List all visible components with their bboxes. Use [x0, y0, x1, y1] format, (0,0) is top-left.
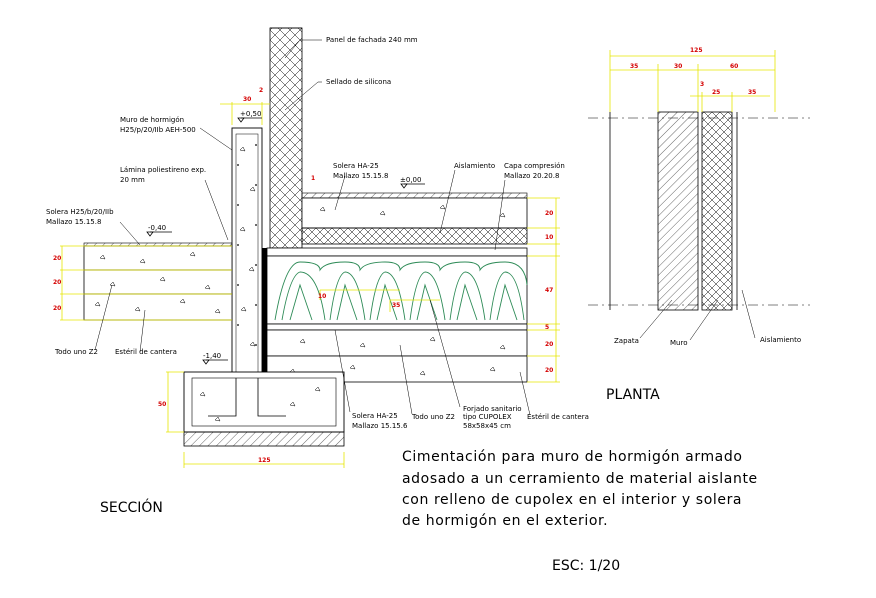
section-view: [60, 27, 560, 468]
dim-int-layer6: 20: [545, 367, 553, 374]
plan-labels: 125 35 30 60 3 25 35 Zapata Muro Aislami…: [614, 47, 801, 347]
label-concrete-wall: Muro de hormigón: [120, 116, 184, 124]
scale-label: ESC: 1/20: [552, 558, 620, 574]
title-section: SECCIÓN: [100, 498, 163, 516]
dim-plan-c: 60: [730, 63, 738, 70]
label-slab-bottom: Solera HA-25: [352, 412, 398, 420]
label-exterior-slab: Solera H25/b/20/IIb: [46, 208, 114, 216]
description-line-1: Cimentación para muro de hormigón armado: [402, 449, 743, 465]
dim-gap: 2: [259, 87, 263, 94]
dim-ext-layer3: 20: [53, 305, 61, 312]
dim-int-layer2: 10: [545, 234, 553, 241]
dim-plan-a: 35: [630, 63, 638, 70]
label-fill-right: Estéril de cantera: [527, 413, 589, 421]
cupolex-domes: [274, 261, 528, 321]
label-fill-left: Estéril de cantera: [115, 348, 177, 356]
label-exterior-mesh: Mallazo 15.15.8: [46, 218, 101, 226]
label-sanitary-floor: Forjado sanitario: [463, 405, 522, 413]
dim-plan-d: 3: [700, 81, 704, 88]
label-gravel-left: Todo uno Z2: [54, 348, 98, 356]
label-insulation-section: Aislamiento: [454, 162, 495, 170]
section-dimensions: 30 2 1 20 20 20 20 10 47 5 20 20 50 125 …: [53, 87, 553, 464]
label-mesh-bottom: Mallazo 15.15.6: [352, 422, 408, 430]
dim-plan-e: 25: [712, 89, 720, 96]
plan-wall: [701, 111, 733, 311]
dim-cupolex-w: 35: [392, 302, 400, 309]
dim-int-layer1: 20: [545, 210, 553, 217]
dim-ext-layer1: 20: [53, 255, 61, 262]
dim-plan-total: 125: [690, 47, 703, 54]
dim-gap-small: 1: [311, 175, 315, 182]
label-aislamiento-plan: Aislamiento: [760, 336, 801, 344]
label-mesh-top: Mallazo 15.15.8: [333, 172, 388, 180]
concrete-wall: [231, 127, 263, 379]
label-slab-top: Solera HA-25: [333, 162, 379, 170]
label-cupolex-type: tipo CUPOLEX: [463, 413, 512, 421]
label-cupolex-size: 58x58x45 cm: [463, 422, 511, 430]
title-plan: PLANTA: [606, 387, 660, 403]
dim-int-layer5: 20: [545, 341, 553, 348]
level-exterior: -0,40: [148, 224, 166, 232]
label-compression-layer: Capa compresión: [504, 162, 565, 170]
description-line-4: de hormigón en el exterior.: [402, 513, 608, 529]
dim-footing-height: 50: [158, 401, 166, 408]
dim-plan-f: 35: [748, 89, 756, 96]
label-facade-panel: Panel de fachada 240 mm: [326, 36, 418, 44]
label-silicone-seal: Sellado de silicona: [326, 78, 391, 86]
section-labels: Panel de fachada 240 mm Sellado de silic…: [46, 36, 589, 430]
dim-ext-layer2: 20: [53, 279, 61, 286]
description-block: Cimentación para muro de hormigón armado…: [402, 449, 758, 529]
label-gravel-bottom: Todo uno Z2: [411, 413, 455, 421]
label-polystyrene-spec: 20 mm: [120, 176, 145, 184]
description-line-3: con relleno de cupolex en el interior y …: [402, 492, 742, 508]
dim-footing-width: 125: [258, 457, 271, 464]
footing: [166, 371, 345, 468]
interior-floor: [266, 192, 560, 383]
level-top-wall: +0,50: [240, 110, 261, 118]
label-compression-mesh: Mallazo 20.20.8: [504, 172, 559, 180]
exterior-slab: [60, 242, 233, 321]
plan-footing: [657, 111, 699, 311]
level-footing: -1,40: [203, 352, 221, 360]
polystyrene-sheet: [262, 248, 267, 378]
dim-int-layer4: 5: [545, 324, 549, 331]
label-concrete-wall-spec: H25/p/20/IIb AEH-500: [120, 126, 196, 134]
label-muro: Muro: [670, 339, 687, 347]
label-zapata: Zapata: [614, 337, 639, 345]
dim-plan-b: 30: [674, 63, 682, 70]
description-line-2: adosado a un cerramiento de material ais…: [402, 471, 758, 487]
label-polystyrene: Lámina poliestireno exp.: [120, 166, 206, 174]
dim-int-layer3: 47: [545, 287, 553, 294]
facade-panel: [269, 27, 303, 249]
plan-view: [588, 50, 810, 341]
dim-cupolex-h: 10: [318, 293, 326, 300]
level-floor: ±0,00: [400, 176, 421, 184]
dim-wall-width: 30: [243, 96, 251, 103]
